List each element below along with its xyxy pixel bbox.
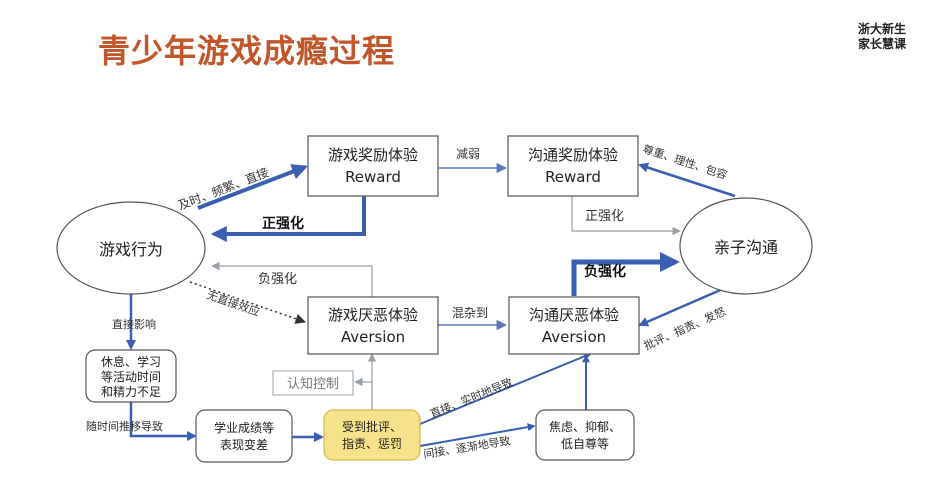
node-game-aversion-line2: Aversion <box>341 328 405 346</box>
node-anxiety-line1: 焦虑、抑郁、 <box>549 419 621 434</box>
node-criticized <box>323 409 421 461</box>
edge-respect <box>638 162 736 198</box>
node-comm-aversion <box>508 296 640 355</box>
node-cognitive-label: 认知控制 <box>287 376 339 392</box>
page-title: 青少年游戏成瘾过程 <box>98 32 396 70</box>
node-anxiety-line2: 低自尊等 <box>561 436 609 451</box>
logo-line-1: 浙大新生 <box>858 22 907 36</box>
node-game-behavior <box>56 201 206 295</box>
label-negative-2: 负强化 <box>584 263 626 280</box>
edge-indirect <box>419 423 536 447</box>
node-rest-line2: 等活动时间 <box>101 370 161 384</box>
edge-over-time <box>129 402 197 441</box>
node-comm-reward-line1: 沟通奖励体验 <box>528 146 618 164</box>
edge-behavior-to-reward <box>197 164 308 210</box>
node-game-reward-line1: 游戏奖励体验 <box>328 146 418 164</box>
node-rest <box>85 349 177 403</box>
edge-comm-negative <box>571 252 680 296</box>
node-comm-aversion-line1: 沟通厌恶体验 <box>529 306 619 324</box>
node-comm-reward-line2: Reward <box>545 168 601 186</box>
label-no-direct: 无直接效应 <box>205 288 262 319</box>
label-respect: 尊重、理性、包容 <box>641 142 729 183</box>
node-criticized-line2: 指责、惩罚 <box>342 436 402 451</box>
edge-comm-reward-positive <box>571 196 681 236</box>
node-academic-line2: 表现变差 <box>220 437 268 452</box>
label-over-time: 随时间推移导致 <box>86 419 163 433</box>
logo: 浙大新生 家长慧课 <box>858 22 906 52</box>
node-rest-line3: 和精力不足 <box>101 385 161 399</box>
label-weaken: 减弱 <box>456 147 480 161</box>
edge-game-negative <box>211 261 373 297</box>
node-game-reward-line2: Reward <box>345 168 401 186</box>
node-game-behavior-label: 游戏行为 <box>99 240 163 259</box>
node-academic-line1: 学业成绩等 <box>214 420 274 435</box>
node-cognitive <box>272 370 354 396</box>
node-parent-comm-label: 亲子沟通 <box>714 238 778 257</box>
node-comm-aversion-line2: Aversion <box>542 328 606 346</box>
logo-line-2: 家长慧课 <box>858 37 907 51</box>
edge-reward-positive <box>210 196 366 242</box>
node-academic <box>195 409 293 463</box>
label-mixed: 混杂到 <box>452 306 488 320</box>
node-parent-comm <box>679 197 813 295</box>
label-positive-2: 正强化 <box>585 209 624 224</box>
edge-no-direct <box>189 281 306 324</box>
node-anxiety <box>535 409 635 461</box>
edge-criticize <box>638 286 726 327</box>
node-comm-reward <box>507 135 639 197</box>
label-direct-influence: 直接影响 <box>112 317 156 331</box>
node-game-reward <box>307 135 439 197</box>
label-direct-realtime: 直接、实时地导致 <box>428 375 515 421</box>
label-negative-1: 负强化 <box>258 272 297 287</box>
node-game-aversion-line1: 游戏厌恶体验 <box>328 306 418 324</box>
edge-to-cognitive <box>354 377 373 410</box>
edge-direct-realtime <box>419 352 592 425</box>
label-timely: 及时、频繁、直接 <box>176 164 271 212</box>
node-rest-line1: 休息、学习 <box>101 354 161 369</box>
label-criticize: 批评、指责、发怒 <box>642 304 728 353</box>
node-criticized-line1: 受到批评、 <box>342 419 402 434</box>
label-positive-1: 正强化 <box>262 215 304 232</box>
node-game-aversion <box>307 296 439 355</box>
